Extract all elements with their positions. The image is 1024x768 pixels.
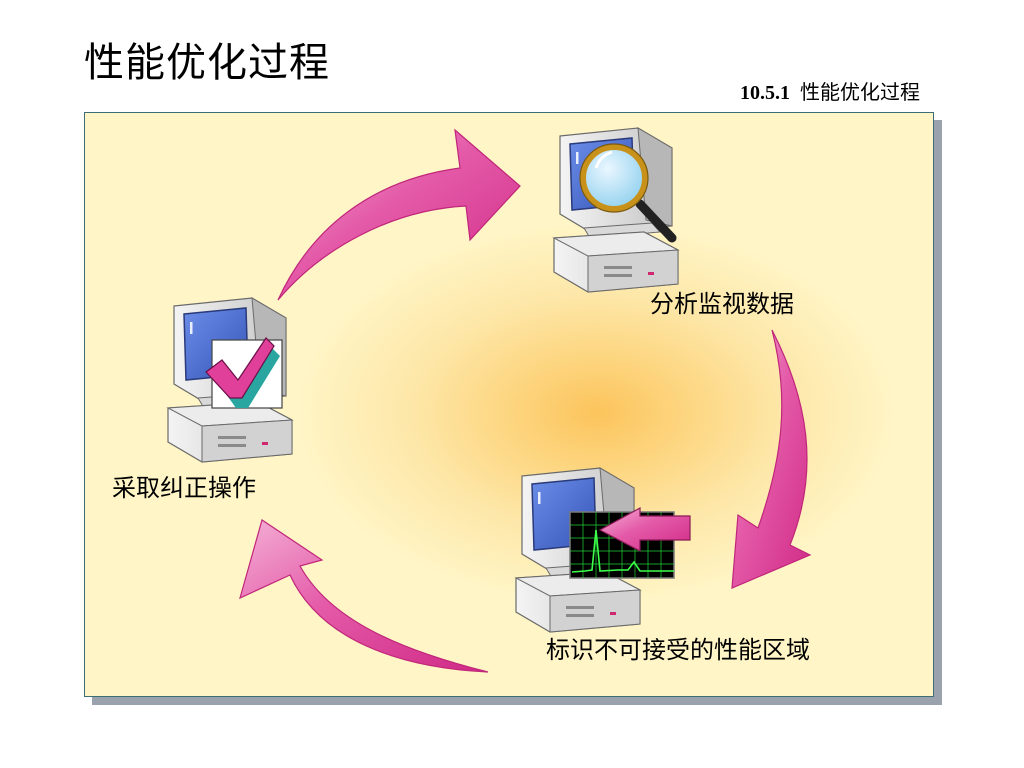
chart-icon <box>569 506 691 579</box>
section-label: 10.5.1 性能优化过程 <box>740 76 920 105</box>
checkmark-icon <box>205 337 283 409</box>
page-title: 性能优化过程 <box>84 40 330 86</box>
magnifier-computer-icon <box>553 127 679 293</box>
section-title: 性能优化过程 <box>800 80 920 104</box>
arrow-to-correct <box>239 519 489 673</box>
section-number: 10.5.1 <box>740 82 790 104</box>
arrow-to-identify <box>731 329 812 589</box>
magnifier-icon <box>579 143 677 243</box>
step-label-correct: 采取纠正操作 <box>112 474 256 502</box>
checkmark-computer-icon <box>167 297 293 463</box>
step-label-analyze: 分析监视数据 <box>650 290 794 318</box>
arrow-to-analyze <box>277 128 521 301</box>
chart-computer-icon <box>515 467 691 633</box>
step-label-identify: 标识不可接受的性能区域 <box>546 636 810 664</box>
